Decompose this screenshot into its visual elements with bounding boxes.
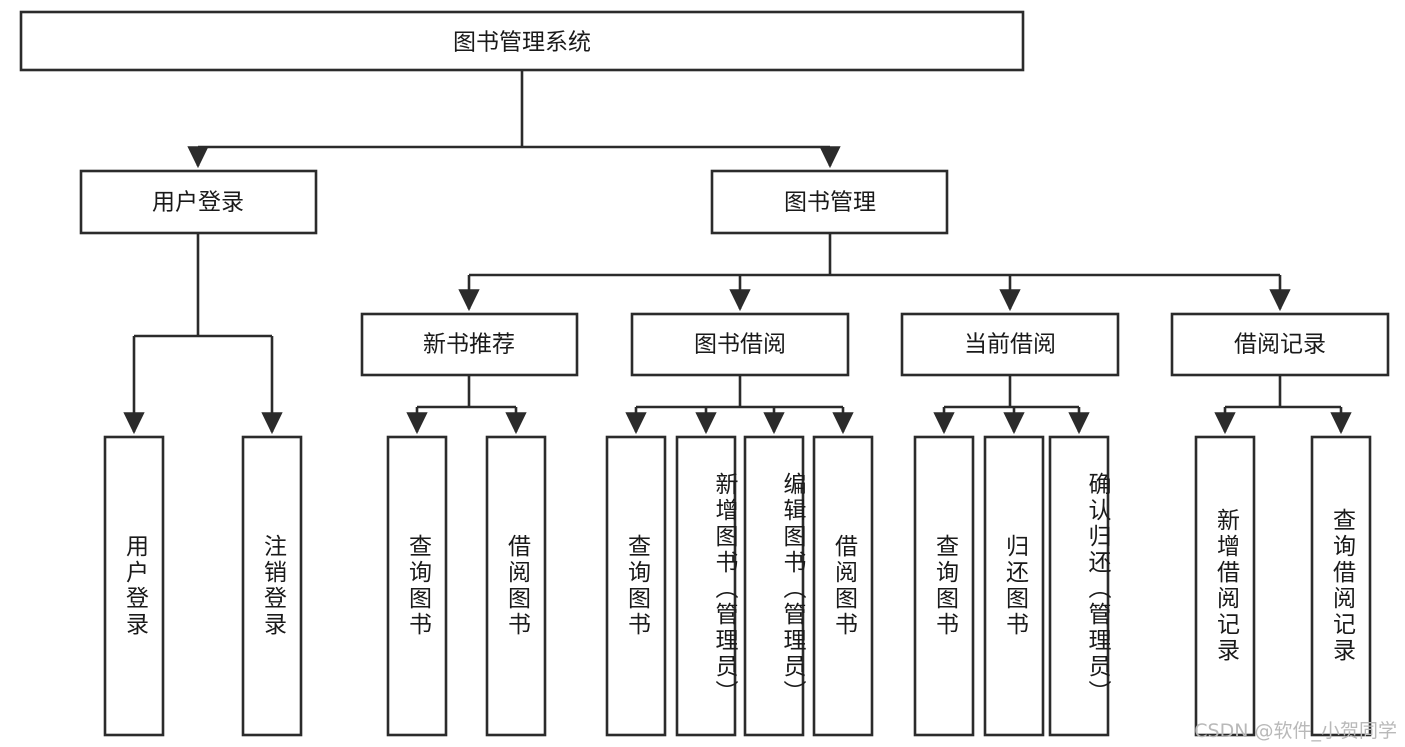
- connectors: [123, 70, 1352, 435]
- node-user-login-label: 用户登录: [152, 190, 244, 216]
- node-new-book-recommend-box[interactable]: [360, 312, 579, 377]
- node-current-borrow-box[interactable]: [900, 312, 1120, 377]
- leaf-query-record-box[interactable]: [1310, 435, 1372, 737]
- node-user-login-box[interactable]: [79, 169, 318, 235]
- leaf-query-book-1-box[interactable]: [386, 435, 448, 737]
- leaf-query-book-3-box[interactable]: [913, 435, 975, 737]
- node-borrow-record[interactable]: 借阅记录: [1170, 312, 1390, 377]
- leaf-borrow-book-1-box[interactable]: [485, 435, 547, 737]
- leaf-user-login-box[interactable]: [103, 435, 165, 737]
- leaf-add-record-box[interactable]: [1194, 435, 1256, 737]
- node-user-login[interactable]: 用户登录: [79, 169, 318, 235]
- node-book-manage-box[interactable]: [710, 169, 949, 235]
- node-root-box[interactable]: [19, 10, 1025, 72]
- leaf-borrow-book-2-box[interactable]: [812, 435, 874, 737]
- node-borrow-record-box[interactable]: [1170, 312, 1390, 377]
- node-new-book-recommend-label: 新书推荐: [423, 332, 515, 358]
- leaf-add-book-box[interactable]: [675, 435, 737, 737]
- node-book-manage-label: 图书管理: [784, 190, 876, 216]
- leaf-confirm-return-box[interactable]: [1048, 435, 1110, 737]
- leaf-edit-book-box[interactable]: [743, 435, 805, 737]
- leaf-return-book-box[interactable]: [983, 435, 1045, 737]
- node-book-borrow-label: 图书借阅: [694, 332, 786, 358]
- node-current-borrow[interactable]: 当前借阅: [900, 312, 1120, 377]
- node-new-book-recommend[interactable]: 新书推荐: [360, 312, 579, 377]
- leaf-query-book-2-box[interactable]: [605, 435, 667, 737]
- node-current-borrow-label: 当前借阅: [964, 332, 1056, 358]
- leaf-boxes: [103, 435, 1372, 737]
- node-root[interactable]: 图书管理系统: [19, 10, 1025, 72]
- node-root-label: 图书管理系统: [453, 30, 591, 56]
- leaf-user-logout-box[interactable]: [241, 435, 303, 737]
- csdn-watermark: CSDN @软件_小贺同学: [1194, 720, 1397, 742]
- node-borrow-record-label: 借阅记录: [1234, 332, 1326, 358]
- node-book-borrow-box[interactable]: [630, 312, 850, 377]
- node-book-borrow[interactable]: 图书借阅: [630, 312, 850, 377]
- node-book-manage[interactable]: 图书管理: [710, 169, 949, 235]
